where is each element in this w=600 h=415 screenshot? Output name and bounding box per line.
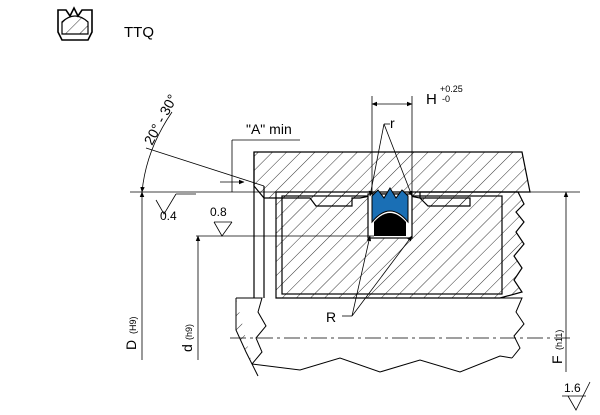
surface-finish-housing: 0.4	[155, 193, 196, 223]
radius-r-leader: r	[368, 115, 413, 197]
svg-text:H: H	[426, 91, 437, 108]
svg-text:r: r	[390, 115, 395, 131]
dimension-D: D (H9)	[123, 191, 145, 360]
dimension-F: F (h11)	[549, 191, 569, 372]
seal-ring	[371, 187, 409, 224]
svg-text:0.8: 0.8	[210, 205, 227, 219]
svg-text:+0.25: +0.25	[440, 84, 463, 94]
svg-text:(h11): (h11)	[554, 330, 564, 350]
svg-text:R: R	[326, 309, 336, 325]
rod-break-lines	[235, 297, 525, 377]
svg-text:D: D	[123, 340, 139, 350]
surface-finish-rod: 1.6	[562, 381, 591, 411]
svg-text:(H9): (H9)	[128, 316, 138, 334]
radius-R-leader: R	[326, 235, 413, 325]
a-min-dimension: "A" min	[220, 121, 300, 192]
svg-text:F: F	[549, 355, 565, 364]
svg-text:d: d	[179, 344, 195, 352]
dimension-H: H +0.25 -0	[371, 84, 463, 194]
surface-finish-groove: 0.8	[210, 205, 233, 237]
svg-text:20° - 30°: 20° - 30°	[141, 92, 181, 148]
svg-text:1.6: 1.6	[564, 381, 581, 395]
profile-name: TTQ	[124, 24, 154, 41]
dimension-d: d (h9)	[179, 235, 201, 360]
svg-text:0.4: 0.4	[160, 209, 177, 223]
svg-text:(h9): (h9)	[184, 324, 194, 340]
svg-text:-0: -0	[442, 94, 450, 104]
chamfer-angle-dimension: 20° - 30°	[140, 92, 265, 193]
svg-text:"A" min: "A" min	[246, 121, 292, 137]
ttq-profile-icon	[57, 6, 93, 41]
seal-energizer	[374, 213, 406, 236]
